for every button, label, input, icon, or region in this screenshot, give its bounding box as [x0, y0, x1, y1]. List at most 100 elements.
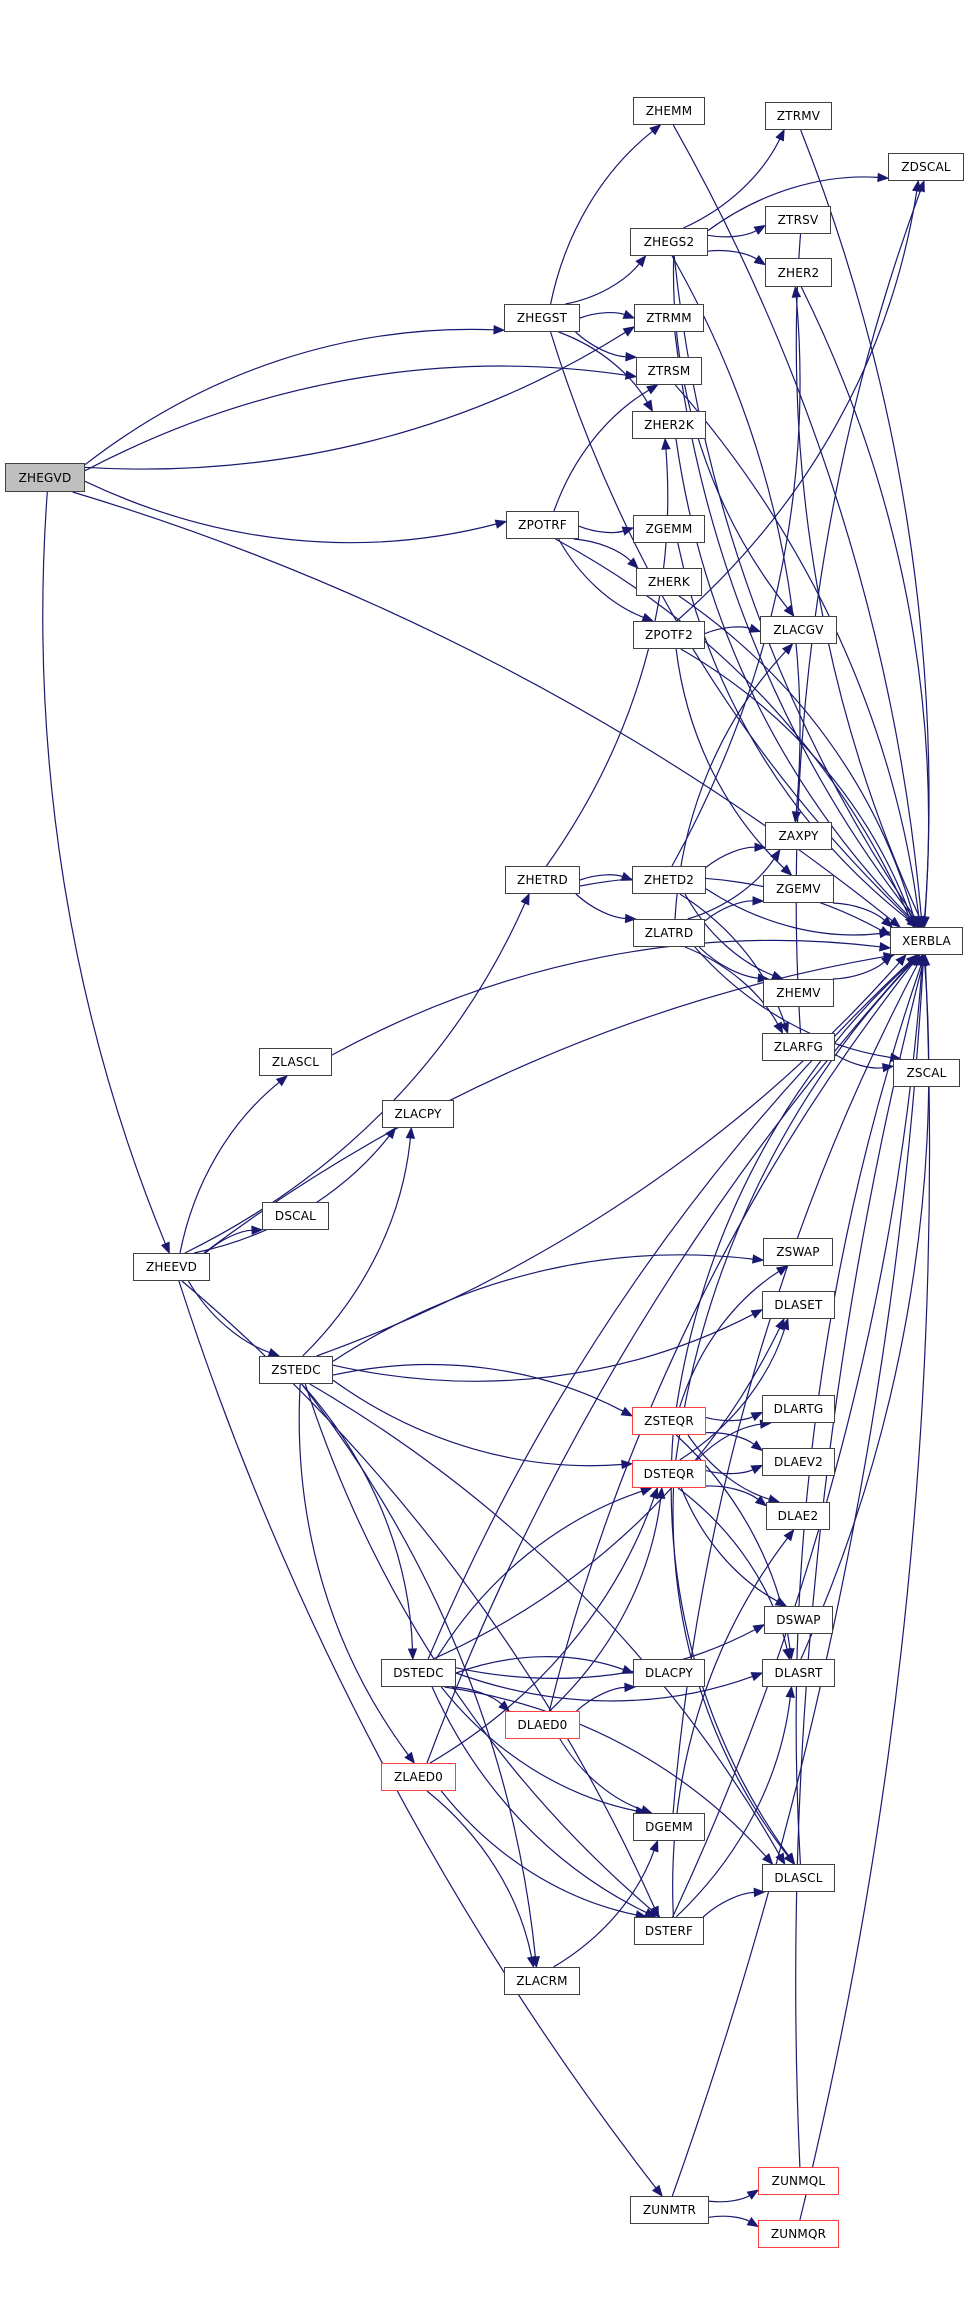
node-zstedc[interactable]: ZSTEDC	[259, 1356, 333, 1384]
edge-dlaed0-to-dlacpy	[576, 1686, 626, 1712]
node-ztrmm[interactable]: ZTRMM	[634, 304, 704, 332]
node-zaxpy[interactable]: ZAXPY	[765, 822, 832, 850]
node-zlascl[interactable]: ZLASCL	[259, 1048, 332, 1076]
node-dswap[interactable]: DSWAP	[764, 1606, 833, 1634]
arrowhead-icon	[791, 285, 802, 298]
edge-zlarfg-to-zscal	[834, 1053, 884, 1069]
arrowhead-icon	[877, 172, 890, 183]
node-zhetd2[interactable]: ZHETD2	[632, 866, 706, 894]
arrowhead-icon	[620, 1406, 634, 1417]
node-dgemm[interactable]: DGEMM	[633, 1813, 705, 1841]
edge-zstedc-to-zlacrm	[301, 1383, 536, 1958]
node-dstedc[interactable]: DSTEDC	[381, 1659, 456, 1687]
node-label: ZLARFG	[773, 1040, 824, 1054]
edge-zheevd-to-zlacpy	[193, 1135, 390, 1254]
node-zlatrd[interactable]: ZLATRD	[633, 919, 705, 947]
node-zswap[interactable]: ZSWAP	[763, 1238, 833, 1266]
arrowhead-icon	[407, 1648, 418, 1661]
node-zhegs2[interactable]: ZHEGS2	[630, 228, 708, 256]
edge-zhemm-to-xerbla	[672, 124, 922, 918]
node-zlacgv[interactable]: ZLACGV	[760, 616, 837, 644]
arrowhead-icon	[895, 953, 907, 966]
arrowhead-icon	[791, 811, 802, 824]
edge-dsterf-to-dlae2	[672, 1537, 789, 1918]
node-zpotf2[interactable]: ZPOTF2	[633, 621, 705, 649]
edge-dstedc-to-dlaed0	[451, 1686, 503, 1705]
node-dlaev2[interactable]: DLAEV2	[762, 1448, 835, 1476]
arrowhead-icon	[750, 1411, 764, 1422]
edge-zhegst-to-zher2k	[558, 331, 648, 403]
node-zhetrd[interactable]: ZHETRD	[505, 866, 580, 894]
edge-zheevd-to-zhetrd	[184, 902, 526, 1254]
edge-zstedc-to-zsteqr	[332, 1363, 624, 1412]
node-label: DLASET	[774, 1298, 823, 1312]
node-dlasrt[interactable]: DLASRT	[762, 1659, 835, 1687]
arrowhead-icon	[649, 1486, 659, 1500]
node-dlaset[interactable]: DLASET	[762, 1291, 835, 1319]
node-dlascl[interactable]: DLASCL	[762, 1864, 835, 1892]
node-zherk[interactable]: ZHERK	[636, 568, 702, 596]
edge-zlatrd-to-zhemv	[698, 946, 759, 979]
node-dscal[interactable]: DSCAL	[262, 1202, 329, 1230]
node-zscal[interactable]: ZSCAL	[893, 1059, 960, 1087]
arrowhead-icon	[773, 1021, 784, 1035]
node-ztrsv[interactable]: ZTRSV	[765, 206, 831, 234]
arrowhead-icon	[625, 352, 638, 362]
node-zhemv[interactable]: ZHEMV	[763, 979, 834, 1007]
edge-zlatrd-to-zlarfg	[684, 946, 779, 1025]
node-dlacpy[interactable]: DLACPY	[633, 1659, 705, 1687]
node-zhegst[interactable]: ZHEGST	[504, 304, 580, 332]
node-dsteqr[interactable]: DSTEQR	[632, 1460, 706, 1488]
node-ztrmv[interactable]: ZTRMV	[765, 102, 832, 130]
arrowhead-icon	[750, 1672, 764, 1682]
node-zlaed0[interactable]: ZLAED0	[381, 1763, 456, 1791]
node-label: ZDSCAL	[901, 160, 951, 174]
edge-zher2-to-xerbla	[800, 286, 930, 918]
edge-zhegs2-to-ztrsv	[707, 230, 757, 238]
node-ztrsm[interactable]: ZTRSM	[636, 357, 702, 385]
edge-zstedc-to-dstedc	[301, 1383, 414, 1650]
node-dlae2[interactable]: DLAE2	[766, 1502, 830, 1530]
node-zpotrf[interactable]: ZPOTRF	[506, 511, 579, 539]
node-zhemm[interactable]: ZHEMM	[633, 97, 705, 125]
node-xerbla[interactable]: XERBLA	[890, 927, 963, 955]
node-zheevd[interactable]: ZHEEVD	[133, 1253, 210, 1281]
arrowhead-icon	[621, 1664, 635, 1674]
node-zlarfg[interactable]: ZLARFG	[762, 1033, 835, 1061]
node-dlartg[interactable]: DLARTG	[762, 1395, 835, 1423]
node-zher2[interactable]: ZHER2	[765, 258, 832, 287]
node-zher2k[interactable]: ZHER2K	[632, 411, 706, 439]
arrowhead-icon	[770, 848, 781, 862]
node-label: ZHEGS2	[643, 235, 695, 249]
node-dsterf[interactable]: DSTERF	[634, 1917, 704, 1945]
arrowhead-icon	[627, 557, 639, 569]
edge-zstedc-to-zlacpy	[302, 1137, 411, 1357]
node-label: ZTRSV	[777, 213, 819, 227]
node-label: DLAEV2	[773, 1455, 824, 1469]
node-zunmqr[interactable]: ZUNMQR	[758, 2220, 839, 2248]
arrowhead-icon	[624, 1682, 637, 1693]
node-label: DLAE2	[777, 1509, 819, 1523]
edge-zlaed0-to-zlacrm	[426, 1790, 533, 1958]
node-zdscal[interactable]: ZDSCAL	[888, 153, 964, 181]
node-zunmtr[interactable]: ZUNMTR	[630, 2196, 709, 2224]
edge-zheevd-to-zunmtr	[178, 1280, 657, 2189]
arrowhead-icon	[622, 326, 636, 337]
node-dlaed0[interactable]: DLAED0	[505, 1711, 580, 1739]
arrowhead-icon	[639, 1486, 653, 1496]
edge-zhemv-to-xerbla	[832, 961, 886, 980]
node-zgemv[interactable]: ZGEMV	[763, 875, 834, 903]
node-zlacrm[interactable]: ZLACRM	[504, 1967, 580, 1995]
edge-zlaed0-to-xerbla	[426, 961, 912, 1764]
node-label: ZPOTRF	[518, 518, 567, 532]
edge-zunmql-to-xerbla	[795, 964, 924, 2168]
node-zlacpy[interactable]: ZLACPY	[382, 1100, 454, 1128]
edge-dstedc-to-dlacpy	[455, 1656, 624, 1674]
node-label: ZTRMM	[646, 311, 692, 325]
edge-zlatrd-to-zaxpy	[687, 858, 775, 920]
node-zgemm[interactable]: ZGEMM	[633, 515, 705, 543]
edge-dstedc-to-dlasrt	[455, 1672, 753, 1702]
node-zsteqr[interactable]: ZSTEQR	[632, 1407, 706, 1435]
node-zunmql[interactable]: ZUNMQL	[758, 2167, 839, 2195]
node-label: DLACPY	[644, 1666, 694, 1680]
